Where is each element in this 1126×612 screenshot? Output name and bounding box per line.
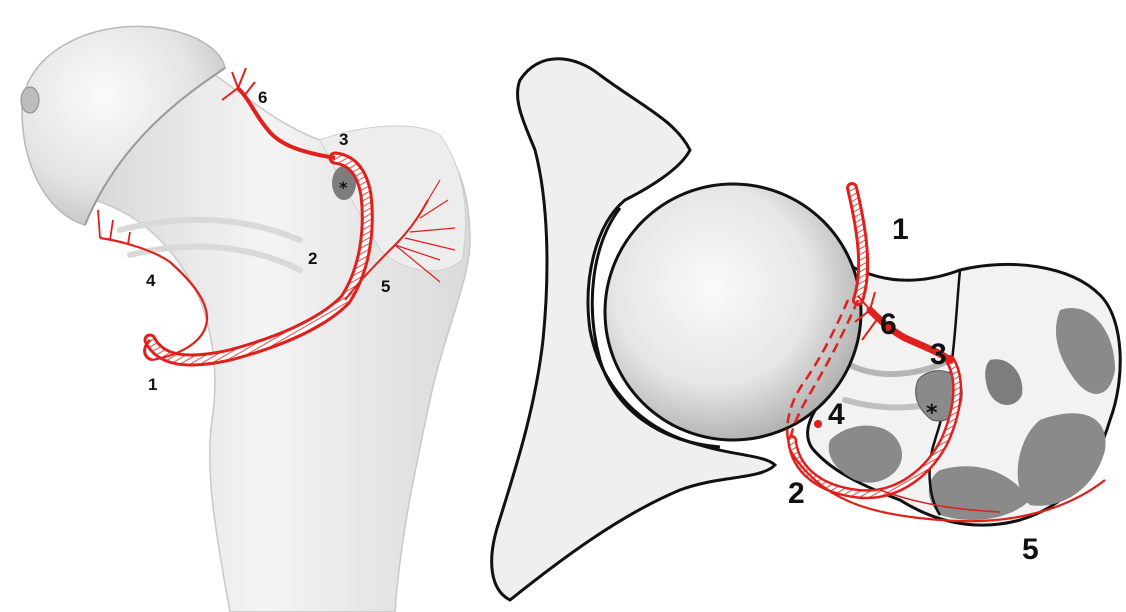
artery-4-dot [814, 420, 822, 428]
left-label-3: 3 [339, 130, 348, 149]
left-femur-figure: 1 2 3 4 5 6 * [21, 26, 470, 612]
left-asterisk: * [339, 178, 348, 197]
right-label-2: 2 [788, 477, 805, 510]
fovea-capitis [21, 87, 39, 113]
left-label-1: 1 [148, 375, 157, 394]
left-label-4: 4 [146, 271, 156, 290]
right-axial-figure: 1 2 3 4 5 6 * [492, 59, 1121, 600]
right-asterisk: * [926, 401, 938, 426]
left-label-2: 2 [308, 249, 317, 268]
right-label-6: 6 [880, 308, 897, 341]
trochanter-patch-5 [829, 426, 902, 483]
femoral-head-ball [605, 184, 861, 440]
right-label-3: 3 [930, 338, 947, 371]
right-label-4: 4 [828, 398, 845, 431]
left-label-6: 6 [258, 88, 267, 107]
right-label-1: 1 [892, 213, 909, 246]
left-label-5: 5 [381, 277, 390, 296]
right-label-5: 5 [1022, 533, 1039, 566]
